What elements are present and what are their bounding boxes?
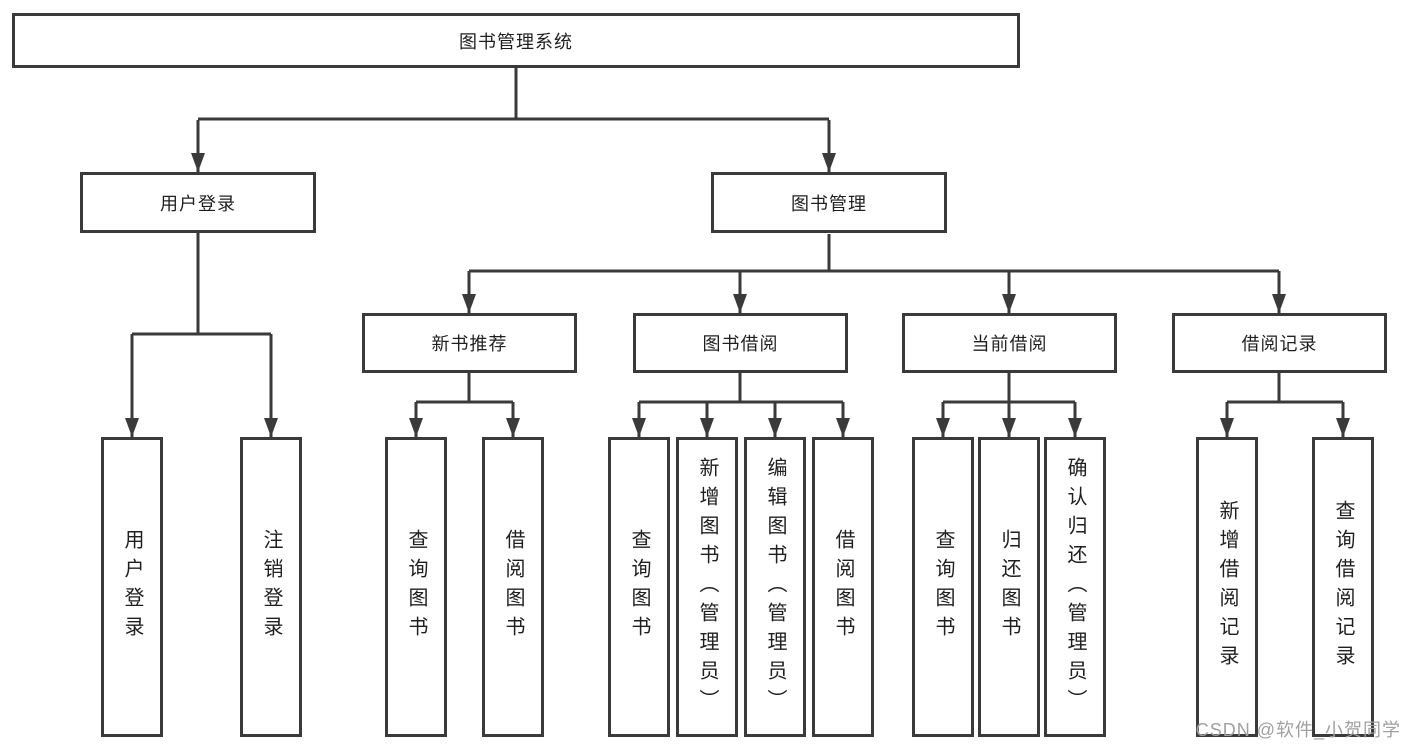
node-system-root: 图书管理系统 [12, 13, 1020, 68]
node-return-books: 归还图书 [978, 437, 1040, 737]
node-book-borrow: 图书借阅 [633, 313, 848, 373]
watermark: CSDN @软件_小贺同学 [1195, 720, 1401, 740]
connector-mgmt-bus [469, 234, 1279, 273]
connector-root-bus [198, 68, 829, 121]
node-label: 查询图书 [628, 529, 650, 645]
connector-login-bus [132, 233, 271, 336]
node-query-books-borrow: 查询图书 [608, 437, 670, 737]
connector-borrow-bus [639, 373, 843, 404]
node-label: 新增借阅记录 [1216, 500, 1238, 674]
node-add-borrow-record: 新增借阅记录 [1196, 437, 1258, 737]
node-label: 查询图书 [405, 529, 427, 645]
node-label: 图书管理 [791, 193, 867, 214]
node-query-borrow-record: 查询借阅记录 [1312, 437, 1374, 737]
node-label: 确认归还（管理员） [1064, 456, 1086, 718]
node-borrow-books-recommend: 借阅图书 [482, 437, 544, 737]
node-label: 新增图书（管理员） [696, 456, 718, 718]
node-new-book-recommend: 新书推荐 [362, 313, 577, 373]
node-edit-books-admin: 编辑图书（管理员） [744, 437, 806, 737]
node-confirm-return-admin: 确认归还（管理员） [1044, 437, 1106, 737]
node-label: 当前借阅 [971, 334, 1048, 354]
node-label: 图书借阅 [702, 334, 779, 354]
node-label: 归还图书 [998, 529, 1020, 645]
node-label: 查询图书 [932, 529, 954, 645]
node-label: 注销登录 [260, 529, 282, 645]
node-label: 查询借阅记录 [1332, 500, 1354, 674]
node-user-login: 用户登录 [80, 172, 316, 233]
connector-current-bus [943, 373, 1075, 404]
node-label: 图书管理系统 [459, 31, 573, 52]
node-label: 新书推荐 [431, 334, 508, 354]
node-label: 借阅图书 [832, 529, 854, 645]
node-book-management: 图书管理 [711, 172, 947, 233]
node-label: 借阅图书 [502, 529, 524, 645]
node-add-books-admin: 新增图书（管理员） [676, 437, 738, 737]
connector-newbook-bus [416, 373, 513, 404]
node-label: 用户登录 [121, 529, 143, 645]
node-current-borrow: 当前借阅 [902, 313, 1117, 373]
node-borrow-books: 借阅图书 [812, 437, 874, 737]
node-borrow-records: 借阅记录 [1172, 313, 1387, 373]
node-query-books-recommend: 查询图书 [385, 437, 447, 737]
node-label: 编辑图书（管理员） [764, 456, 786, 718]
node-user-login-action: 用户登录 [101, 437, 163, 737]
node-logout: 注销登录 [240, 437, 302, 737]
node-label: 用户登录 [160, 193, 236, 214]
node-query-books-current: 查询图书 [912, 437, 974, 737]
node-label: 借阅记录 [1241, 334, 1318, 354]
connector-records-bus [1227, 373, 1343, 404]
